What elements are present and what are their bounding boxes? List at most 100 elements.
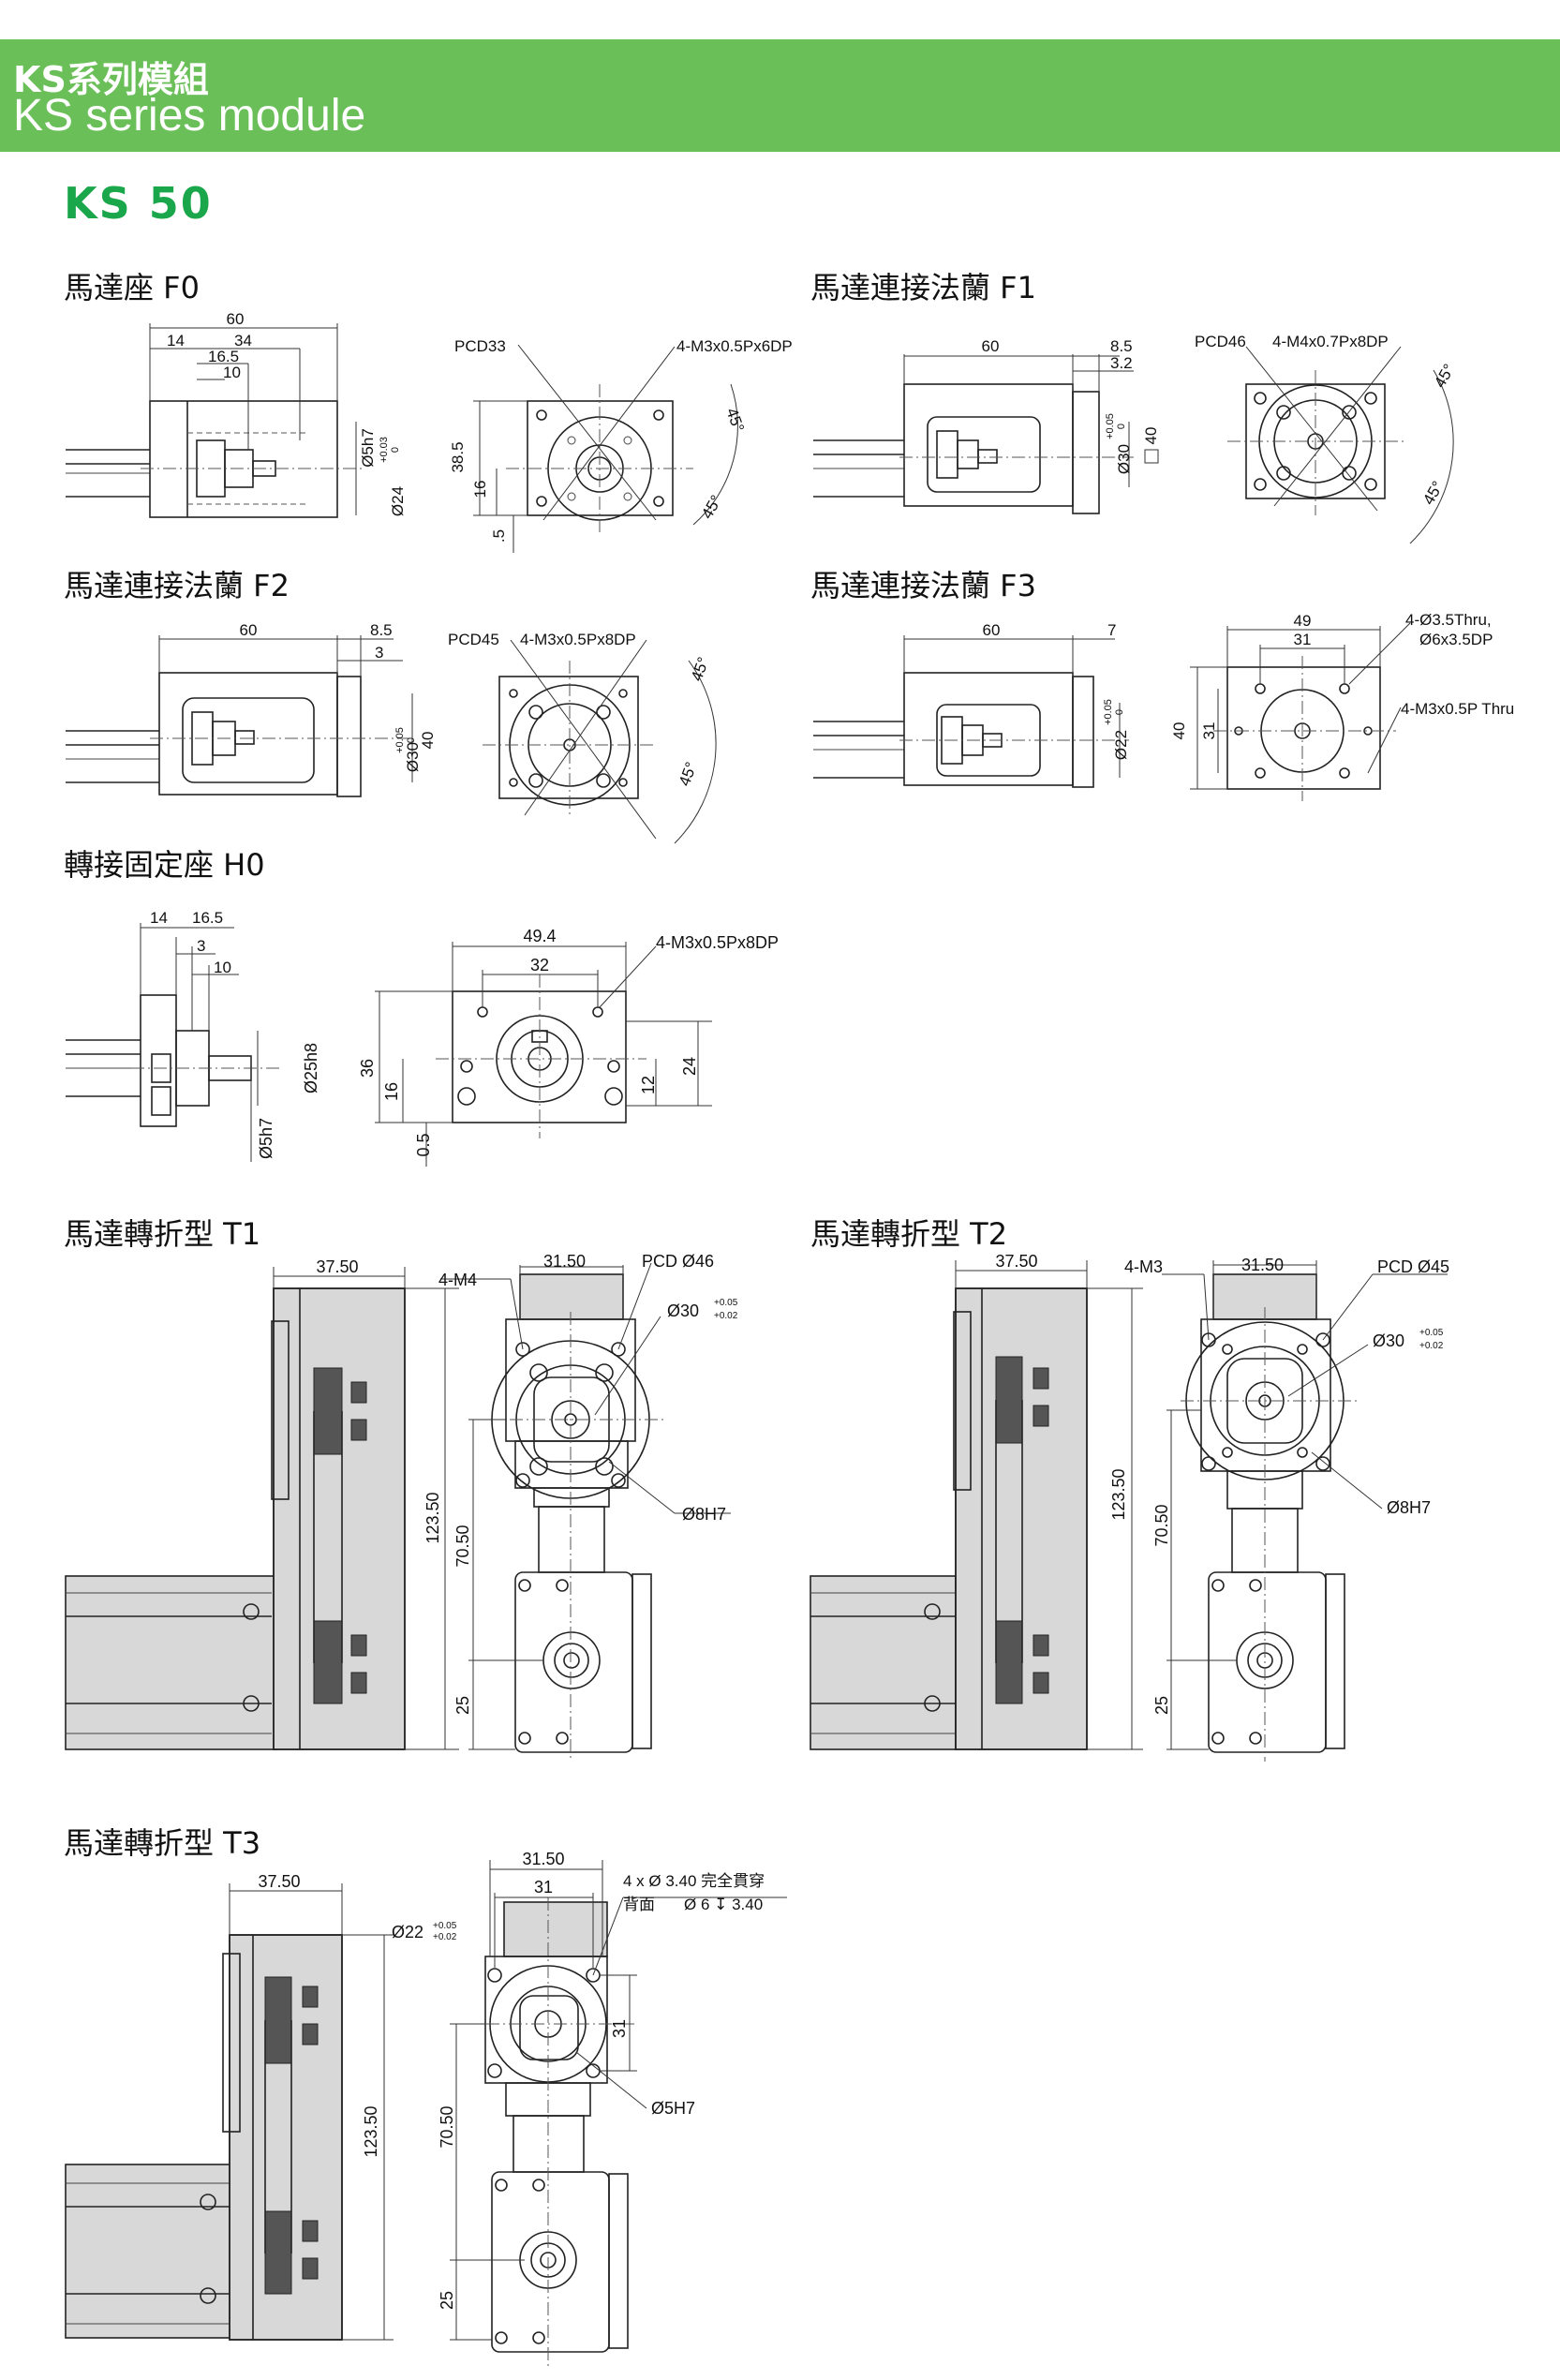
f3-dim-49: 49 (1294, 612, 1312, 630)
drawing-f1-front: PCD46 4-M4x0.7Px8DP 45° 45° (1195, 333, 1458, 544)
t3-dim-37.50: 37.50 (258, 1872, 300, 1891)
f0-dim-10: 10 (223, 364, 241, 381)
t3-dim-31-height: 31 (610, 2019, 629, 2038)
f0-dim-60: 60 (227, 310, 245, 328)
drawing-h0-front: 49.4 32 4-M3x0.5Px8DP 36 16 0.5 12 24 (358, 927, 779, 1167)
f0-tol-lower: 0 (390, 447, 401, 453)
drawing-f0-front: PCD33 4-M3x0.5Px6DP 38.5 16 .5 45° 45° (449, 337, 793, 553)
t2-tol-lower: +0.02 (1419, 1341, 1444, 1351)
h0-dim-16: 16 (382, 1082, 401, 1101)
f0-tol-upper: +0.03 (379, 437, 390, 463)
f1-dim-8.5: 8.5 (1110, 337, 1133, 355)
f3-dim-60: 60 (983, 621, 1001, 639)
f0-pcd: PCD33 (454, 337, 506, 355)
f3-dim-31-width: 31 (1294, 631, 1312, 648)
section-title-f3: 馬達連接法蘭 F3 (810, 568, 1036, 603)
t3-dim-25: 25 (438, 2291, 456, 2310)
h0-dim-0.5: 0.5 (414, 1133, 433, 1156)
f1-angle-2: 45° (1419, 478, 1447, 508)
f1-dim-3.2: 3.2 (1110, 354, 1133, 372)
f2-tol-lower: 0 (406, 737, 417, 743)
t1-pcd: PCD Ø46 (642, 1252, 714, 1271)
f2-angle-2: 45° (676, 760, 701, 789)
header-title-cn: KS系列模組 (13, 59, 209, 100)
h0-dim-25h8: Ø25h8 (302, 1043, 320, 1093)
t3-hole-callout: 4 x Ø 3.40 完全貫穿 (623, 1872, 765, 1890)
section-title-t3: 馬達轉折型 T3 (64, 1825, 261, 1861)
f0-angle-1: 45° (722, 406, 748, 435)
h0-dim-32: 32 (530, 956, 549, 974)
t1-dim-70.50: 70.50 (453, 1525, 472, 1567)
t1-tol-upper: +0.05 (714, 1298, 738, 1308)
drawing-t2-front: 4-M3 31.50 PCD Ø45 Ø30 +0.05 +0.02 Ø8H7 … (1124, 1256, 1449, 1762)
f1-thread: 4-M4x0.7Px8DP (1272, 333, 1389, 350)
t3-dim-22: Ø22 (392, 1923, 423, 1941)
t1-bore: Ø8H7 (682, 1505, 726, 1524)
f2-thread: 4-M3x0.5Px8DP (520, 631, 636, 648)
f0-angle-2: 45° (698, 492, 725, 522)
t3-counterbore: Ø 6 ↧ 3.40 (684, 1896, 763, 1913)
t3-dim-123.50: 123.50 (362, 2105, 380, 2157)
f3-counterbore: Ø6x3.5DP (1419, 631, 1493, 648)
t2-dim-30: Ø30 (1373, 1331, 1404, 1350)
f3-dim-31-height: 31 (1200, 722, 1218, 740)
t1-dim-31.50: 31.50 (543, 1252, 586, 1271)
drawing-h0-side: 14 16.5 3 10 Ø25h8 Ø5h7 (66, 909, 320, 1162)
h0-dim-16.5: 16.5 (192, 909, 223, 927)
f1-dim-30: Ø30 (1115, 444, 1133, 474)
t1-tol-lower: +0.02 (714, 1311, 738, 1321)
section-title-f1: 馬達連接法蘭 F1 (810, 270, 1036, 305)
drawing-t2-side: 37.50 123.50 (810, 1252, 1143, 1750)
f1-angle-1: 45° (1431, 361, 1458, 391)
t2-dim-31.50: 31.50 (1241, 1256, 1284, 1274)
drawing-t3-front: 31.50 31 4 x Ø 3.40 完全貫穿 背面 Ø 6 ↧ 3.40 3… (438, 1850, 787, 2366)
section-title-t1: 馬達轉折型 T1 (64, 1216, 261, 1252)
f0-dim-0.5: .5 (490, 529, 508, 543)
h0-dim-12: 12 (639, 1076, 658, 1094)
f3-tol-upper: +0.05 (1103, 699, 1114, 725)
h0-dim-24: 24 (680, 1057, 699, 1076)
h0-dim-10: 10 (214, 959, 231, 976)
f1-tol-lower: 0 (1116, 424, 1127, 429)
header-title-en: KS series module (13, 91, 366, 141)
f3-dim-7: 7 (1107, 621, 1116, 639)
f3-hole-callout: 4-Ø3.5Thru, (1405, 611, 1492, 629)
section-title-f2: 馬達連接法蘭 F2 (64, 568, 290, 603)
t2-pcd: PCD Ø45 (1377, 1257, 1449, 1276)
f2-dim-30: Ø30 (404, 742, 422, 772)
t1-thread: 4-M4 (438, 1271, 477, 1289)
t1-dim-30: Ø30 (667, 1302, 699, 1320)
section-title-h0: 轉接固定座 H0 (64, 847, 265, 883)
t3-tol-lower: +0.02 (433, 1932, 457, 1942)
drawing-f1-side: 60 8.5 3.2 Ø30 +0.05 0 40 (813, 337, 1160, 514)
f2-tol-upper: +0.05 (394, 727, 406, 753)
header-banner (0, 39, 1560, 152)
f0-thread: 4-M3x0.5Px6DP (676, 337, 793, 355)
t2-dim-25: 25 (1152, 1696, 1171, 1715)
f0-dim-16: 16 (471, 481, 489, 498)
f0-dim-34: 34 (234, 332, 252, 350)
section-title-f0: 馬達座 F0 (64, 270, 200, 305)
t3-dim-70.50: 70.50 (438, 2105, 456, 2148)
f2-dim-8.5: 8.5 (370, 621, 393, 639)
t3-tol-upper: +0.05 (433, 1921, 457, 1931)
t2-dim-70.50: 70.50 (1152, 1504, 1171, 1546)
h0-dim-3: 3 (197, 937, 205, 955)
drawing-f3-front: 49 31 40 31 4-Ø3.5Thru, Ø6x3.5DP 4-M3x0.… (1170, 611, 1514, 801)
f2-dim-40: 40 (419, 732, 437, 750)
t2-bore: Ø8H7 (1387, 1498, 1431, 1517)
f0-dim-14: 14 (167, 332, 185, 350)
t2-dim-123.50: 123.50 (1109, 1468, 1128, 1520)
f3-dim-22: Ø22 (1112, 730, 1130, 760)
section-title-t2: 馬達轉折型 T2 (810, 1216, 1008, 1252)
h0-dim-36: 36 (358, 1059, 377, 1078)
f1-dim-40: 40 (1142, 427, 1160, 445)
drawing-f0-side: 60 14 34 16.5 10 Ø5h7 Ø24 +0.03 0 (66, 310, 407, 518)
t3-dim-31.50: 31.50 (522, 1850, 564, 1868)
t3-back-label: 背面 (623, 1896, 655, 1913)
t2-tol-upper: +0.05 (1419, 1328, 1444, 1338)
model-name: KS 50 (64, 178, 213, 229)
drawing-f2-front: PCD45 4-M3x0.5Px8DP 45° 45° (448, 631, 717, 844)
f3-thread: 4-M3x0.5P Thru (1401, 700, 1514, 718)
